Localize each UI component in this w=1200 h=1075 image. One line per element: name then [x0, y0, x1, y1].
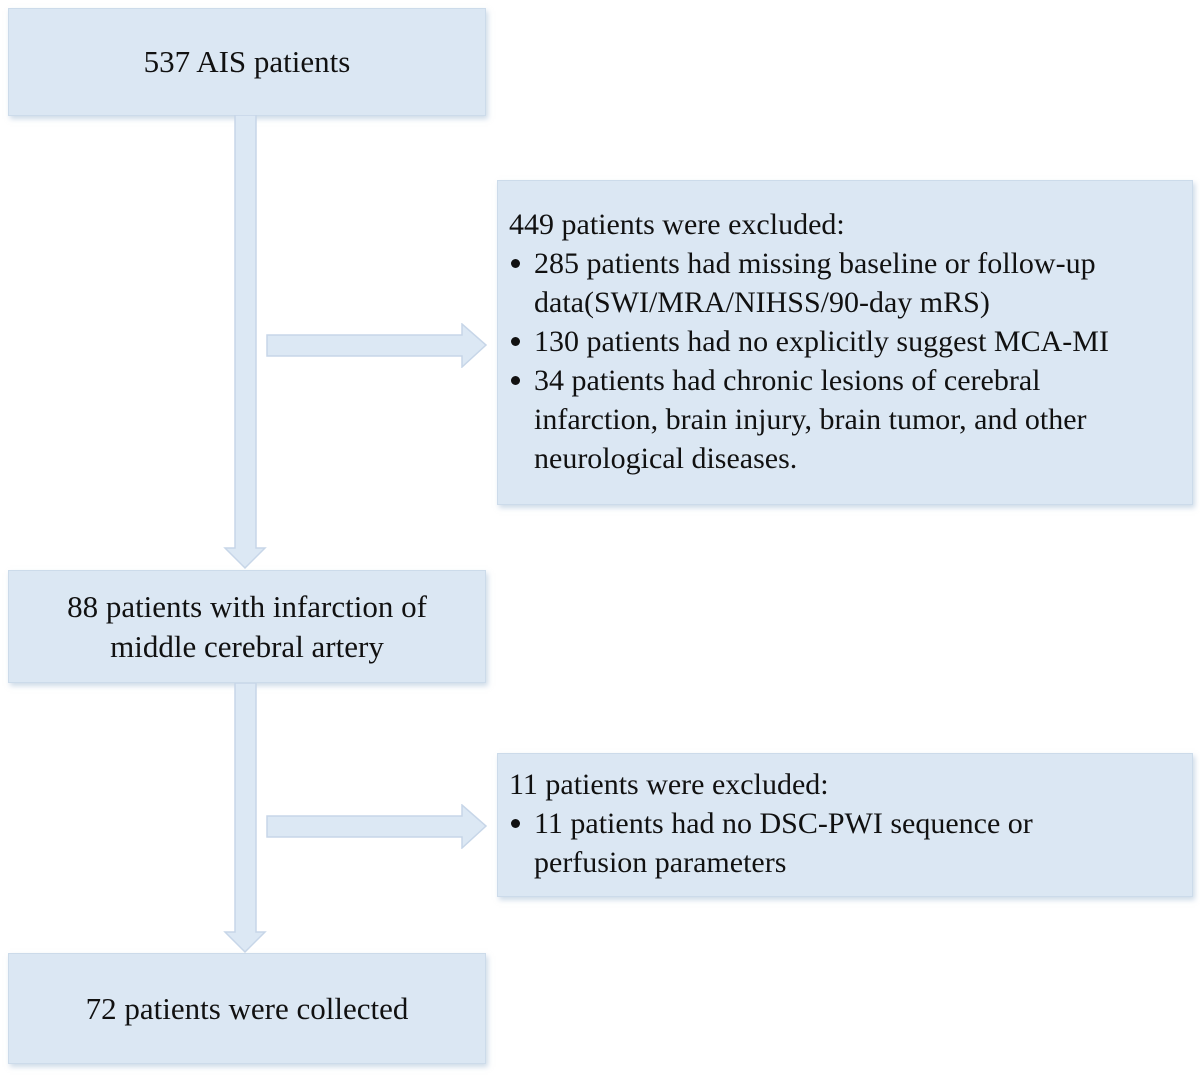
list-item: 285 patients had missing baseline or fol… [509, 244, 1180, 322]
excluded-11-heading: 11 patients were excluded: [509, 768, 829, 801]
box-mca-infarction: 88 patients with infarction of middle ce… [8, 570, 486, 683]
arrow-down-icon [223, 115, 267, 570]
bullet-icon [509, 244, 534, 268]
arrow-right-icon [266, 804, 488, 849]
excluded-449-bullet-1: 285 patients had missing baseline or fol… [534, 247, 1096, 319]
list-item: 34 patients had chronic lesions of cereb… [509, 361, 1180, 478]
box-patients-collected: 72 patients were collected [8, 953, 486, 1064]
excluded-449-heading: 449 patients were excluded: [509, 208, 845, 241]
excluded-11-bullet-1: 11 patients had no DSC-PWI sequence or p… [534, 807, 1033, 879]
box-ais-patients-label: 537 AIS patients [143, 44, 351, 79]
arrow-down-icon [223, 683, 267, 954]
box-excluded-449: 449 patients were excluded: 285 patients… [497, 180, 1193, 505]
bullet-icon [509, 361, 534, 385]
box-ais-patients: 537 AIS patients [8, 8, 486, 116]
arrow-right-icon [266, 323, 488, 368]
list-item: 11 patients had no DSC-PWI sequence or p… [509, 804, 1180, 882]
list-item: 130 patients had no explicitly suggest M… [509, 322, 1180, 361]
box-excluded-11: 11 patients were excluded: 11 patients h… [497, 753, 1193, 897]
bullet-icon [509, 804, 534, 828]
excluded-449-bullet-2: 130 patients had no explicitly suggest M… [534, 325, 1109, 358]
box-patients-collected-label: 72 patients were collected [85, 990, 409, 1026]
excluded-449-bullet-3: 34 patients had chronic lesions of cereb… [534, 364, 1087, 475]
box-mca-infarction-label: 88 patients with infarction of middle ce… [67, 588, 427, 664]
bullet-icon [509, 322, 534, 346]
